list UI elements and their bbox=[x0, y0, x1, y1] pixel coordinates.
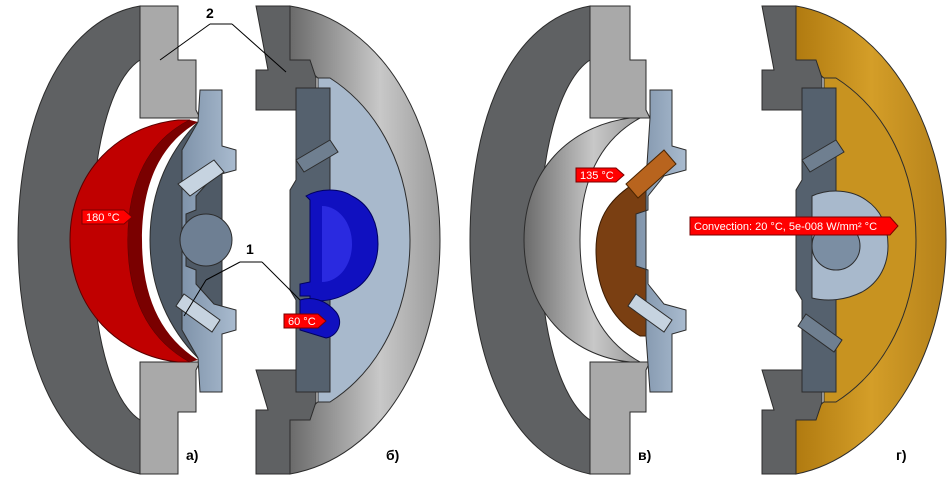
panel-v-seat bbox=[635, 89, 687, 393]
panel-g: Convection: 20 °C, 5e-008 W/mm² °C г) bbox=[689, 5, 947, 475]
panel-v-heated-channel bbox=[625, 149, 677, 199]
panel-g-label: г) bbox=[896, 447, 907, 463]
panel-a-flange-top bbox=[139, 5, 201, 119]
panel-a-label: а) bbox=[186, 447, 198, 463]
panel-v: 135 °C в) bbox=[469, 5, 687, 475]
panel-v-label: в) bbox=[638, 447, 651, 463]
label-number-2: 2 bbox=[206, 5, 214, 21]
panel-v-inner-ring bbox=[523, 117, 641, 363]
panel-v-temp-text: 135 °C bbox=[580, 170, 614, 182]
label-number-1: 1 bbox=[246, 241, 254, 257]
panel-b-label: б) bbox=[386, 447, 399, 463]
panel-g-channel-top bbox=[801, 139, 845, 173]
panel-a-temp-callout: 180 °C bbox=[81, 209, 133, 225]
panel-a-temp-text: 180 °C bbox=[86, 212, 120, 224]
leader-lines bbox=[159, 23, 301, 317]
panel-a: 180 °C а) bbox=[17, 5, 237, 475]
panel-v-channel-bottom bbox=[627, 293, 673, 333]
panel-b-channel-top bbox=[295, 139, 339, 173]
panel-a-hub bbox=[179, 213, 233, 267]
panel-a-hot-zone-inner bbox=[128, 120, 198, 362]
panel-v-temp-callout: 135 °C bbox=[575, 167, 625, 183]
panel-g-convection-text: Convection: 20 °C, 5e-008 W/mm² °C bbox=[694, 221, 877, 233]
panel-v-flange-top bbox=[589, 5, 651, 119]
panel-b-temp-callout: 60 °C bbox=[283, 313, 327, 329]
panel-b: 60 °C б) bbox=[255, 5, 441, 475]
panel-g-convection-callout: Convection: 20 °C, 5e-008 W/mm² °C bbox=[689, 216, 899, 236]
panel-a-channel-bottom bbox=[175, 293, 221, 333]
panel-a-channel-top bbox=[177, 159, 225, 197]
panel-b-cold-zone-inner bbox=[322, 206, 352, 282]
panel-b-temp-text: 60 °C bbox=[288, 316, 316, 328]
panel-g-channel-bottom bbox=[797, 313, 843, 353]
